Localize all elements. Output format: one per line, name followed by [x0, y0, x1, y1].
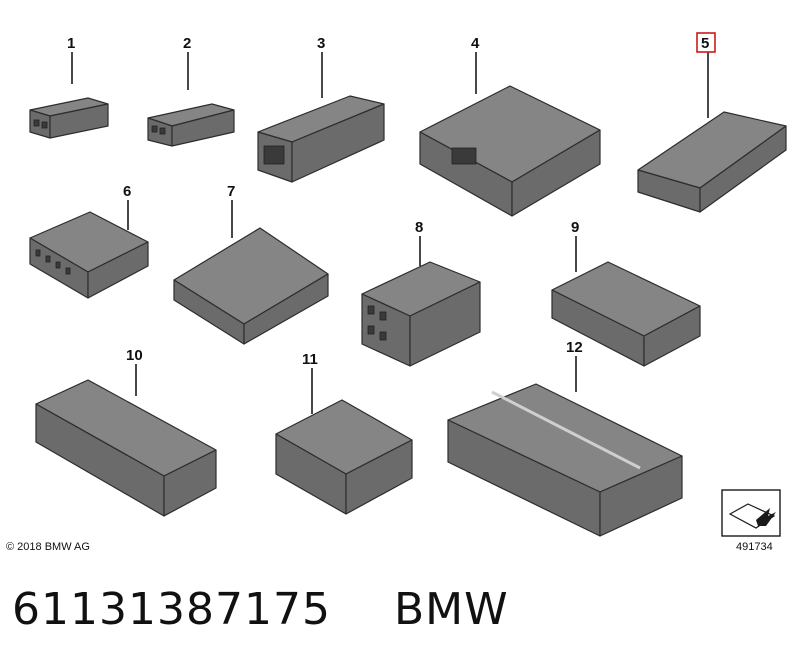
part-12-connector[interactable]	[447, 383, 683, 537]
part-7-connector[interactable]	[173, 227, 329, 345]
part-number: 61131387175	[12, 584, 331, 635]
part-8-connector[interactable]	[361, 261, 481, 367]
part-5-connector[interactable]	[637, 111, 787, 213]
callout-9[interactable]: 9	[571, 219, 579, 236]
callout-8[interactable]: 8	[415, 219, 423, 236]
callout-2[interactable]: 2	[183, 35, 191, 52]
callout-7[interactable]: 7	[227, 183, 235, 200]
callout-10[interactable]: 10	[126, 347, 143, 364]
part-9-connector[interactable]	[551, 261, 701, 367]
view-direction-icon	[721, 489, 781, 537]
callout-5[interactable]: 5	[701, 35, 709, 52]
parts-diagram: 1 2 3 4 5	[29, 32, 787, 537]
part-1-connector[interactable]	[29, 97, 109, 139]
callout-1[interactable]: 1	[67, 35, 75, 52]
part-6-connector[interactable]	[29, 211, 149, 299]
callout-3[interactable]: 3	[317, 35, 325, 52]
part-2-connector[interactable]	[147, 103, 235, 147]
part-11-connector[interactable]	[275, 399, 413, 515]
part-10-connector[interactable]	[35, 379, 217, 517]
callout-6[interactable]: 6	[123, 183, 131, 200]
callout-5-highlight-box	[696, 32, 716, 53]
callout-12[interactable]: 12	[566, 339, 583, 356]
callout-4[interactable]: 4	[471, 35, 480, 52]
diagram-reference-number: 491734	[736, 541, 773, 553]
copyright-notice: © 2018 BMW AG	[6, 541, 90, 553]
part-4-connector[interactable]	[419, 85, 601, 217]
callout-11[interactable]: 11	[302, 351, 318, 368]
brand-name: BMW	[393, 584, 509, 635]
part-info-line: 61131387175 BMW	[12, 584, 509, 635]
part-3-connector[interactable]	[257, 95, 385, 183]
